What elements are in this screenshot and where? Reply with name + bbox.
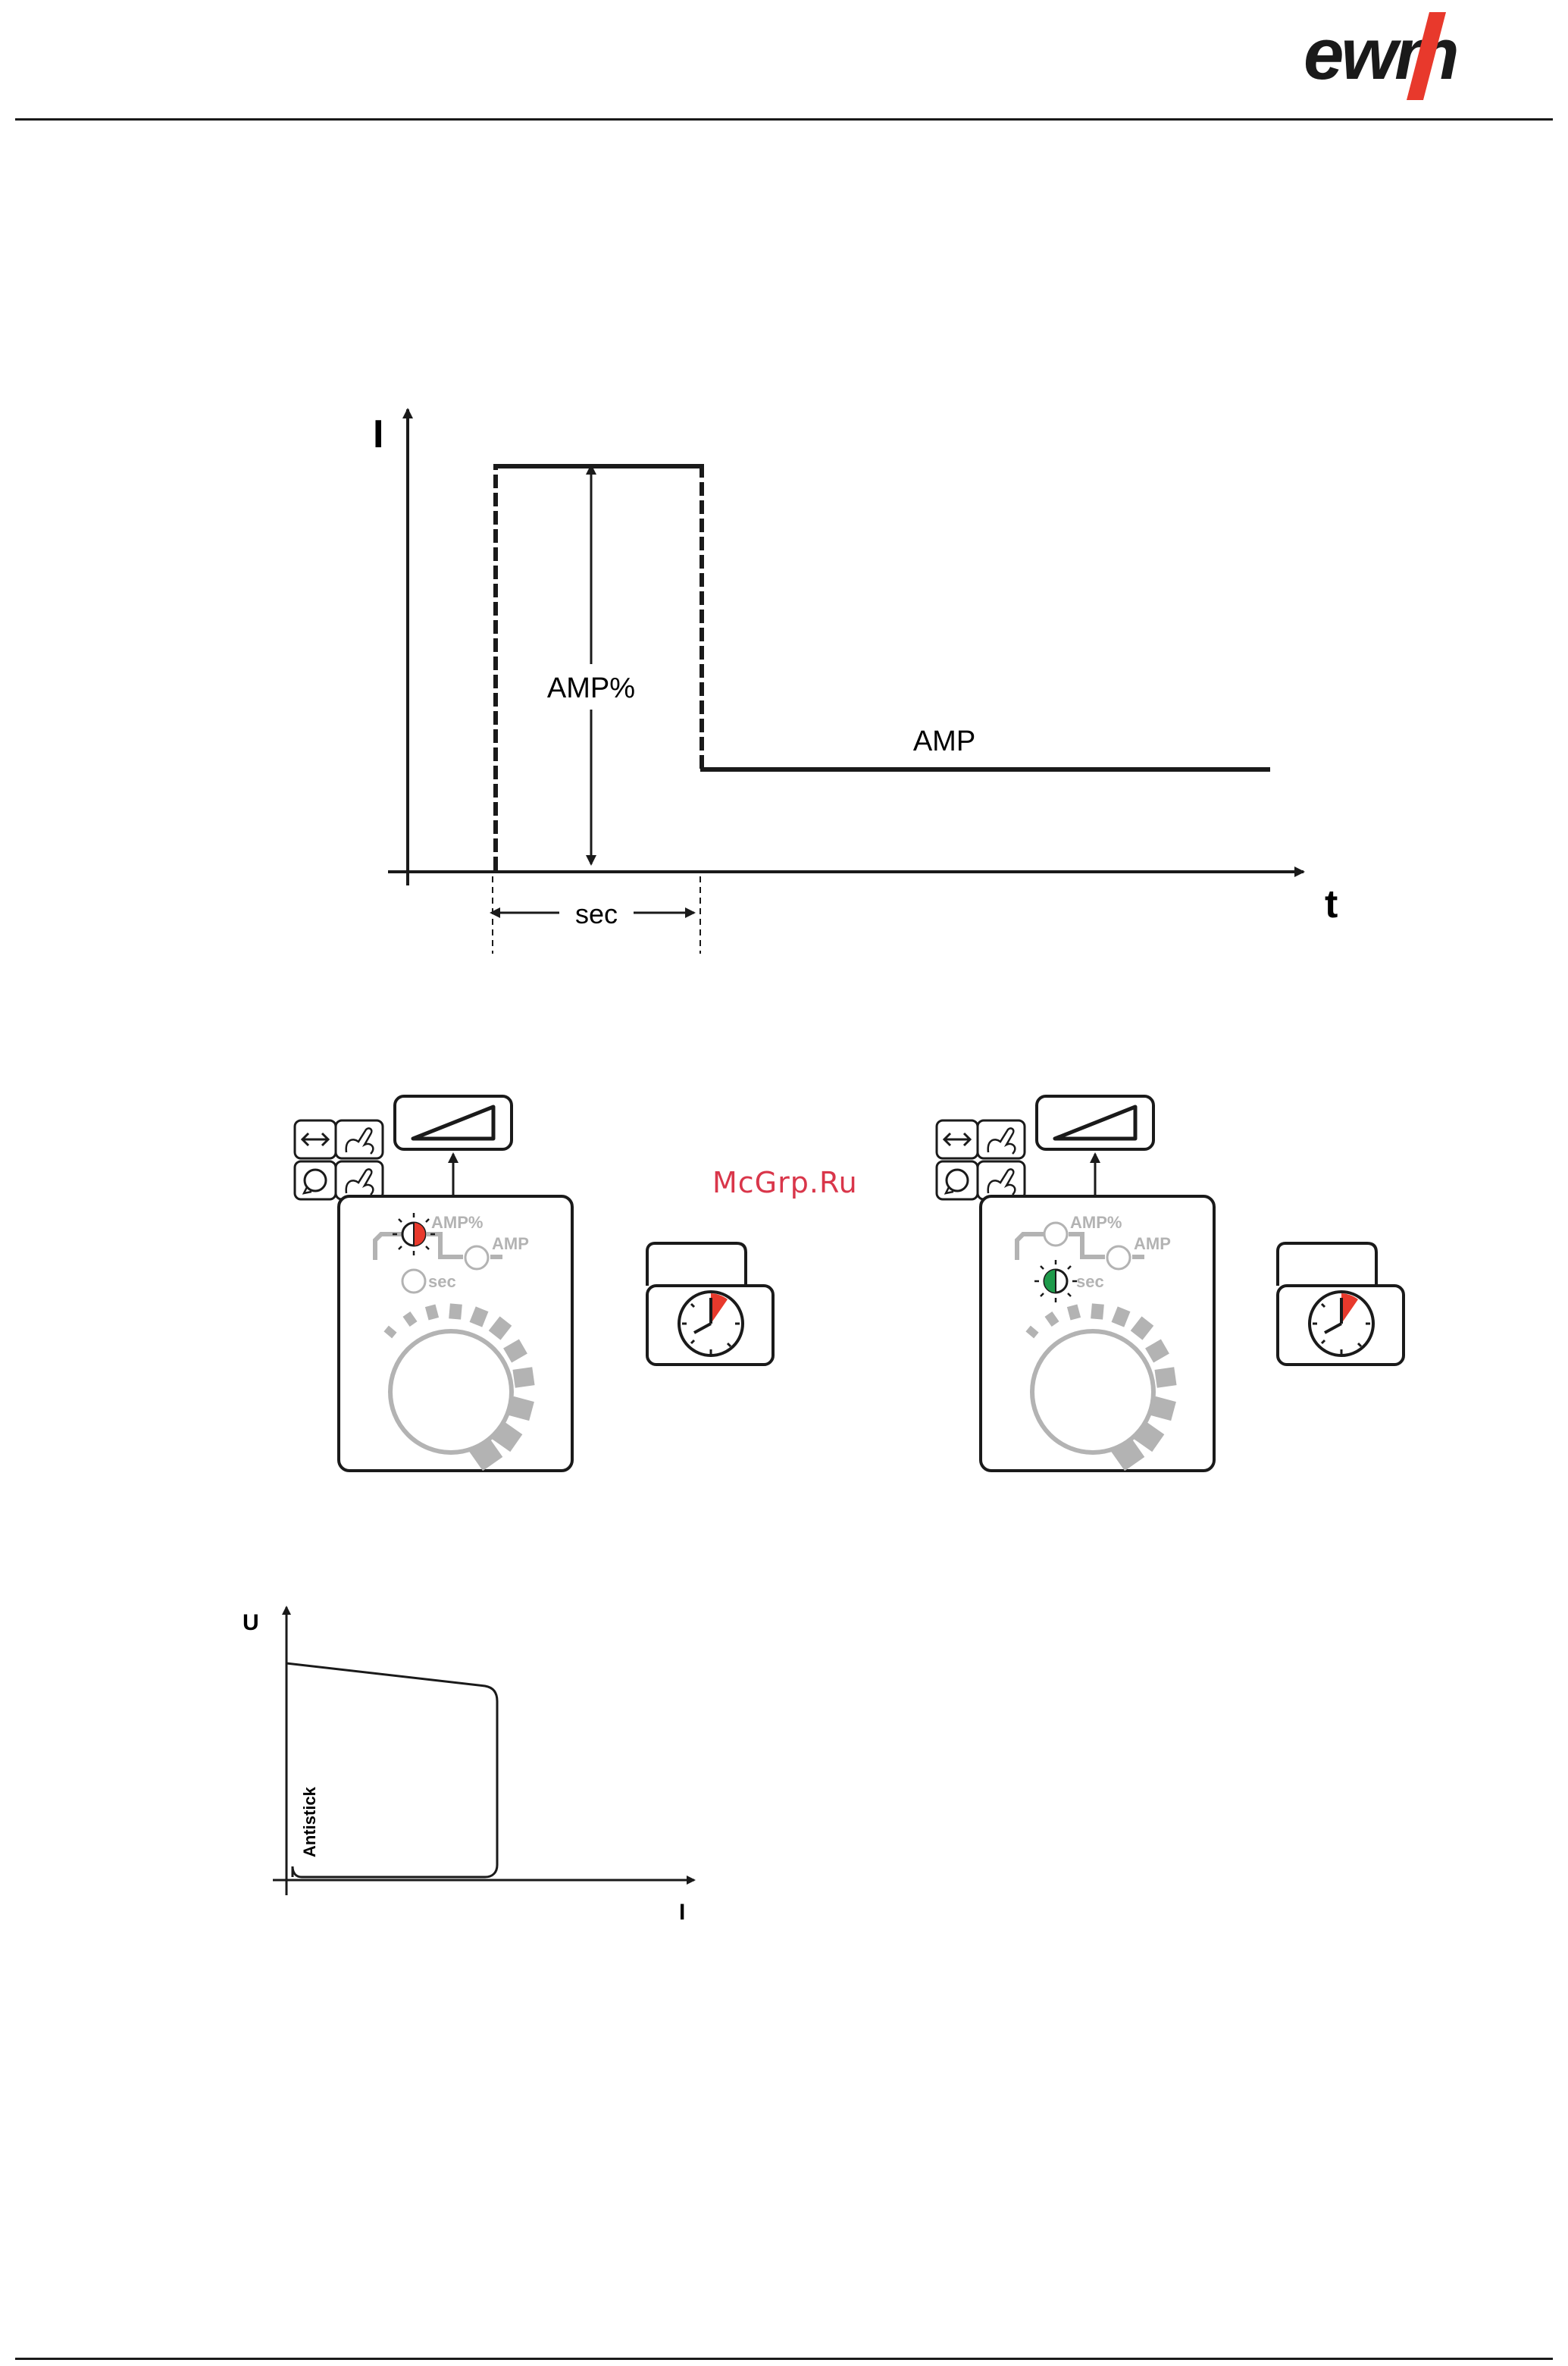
- stopwatch-icon: [1310, 1292, 1373, 1355]
- amp-led: [465, 1246, 488, 1269]
- voltage-current-diagram: U I Antistick: [227, 1600, 712, 1941]
- pulse-current-diagram: I t AMP% AMP sec: [364, 394, 1364, 970]
- ramp-display-icon: [395, 1096, 512, 1149]
- watermark: McGrp.Ru: [712, 1166, 858, 1199]
- amp-led: [1107, 1246, 1130, 1269]
- footer-rule: [15, 2358, 1553, 2360]
- pulse-label: AMP%: [547, 672, 635, 704]
- stopwatch-button-right: [1273, 1240, 1410, 1369]
- control-knob: [1032, 1331, 1153, 1453]
- sec-label: sec: [428, 1272, 456, 1291]
- x-axis-label: t: [1325, 882, 1338, 926]
- amp-label: AMP: [1134, 1234, 1171, 1253]
- antistick-label: Antistick: [300, 1786, 319, 1857]
- stopwatch-button-left: [643, 1240, 779, 1369]
- u-axis-label: U: [243, 1610, 259, 1635]
- level-label: AMP: [913, 725, 975, 757]
- press-hand-icon: [978, 1120, 1025, 1158]
- stopwatch-icon: [679, 1292, 743, 1355]
- amp-percent-label: AMP%: [1070, 1213, 1122, 1232]
- press-hand-icon: [336, 1120, 383, 1158]
- y-axis-label: I: [373, 412, 383, 456]
- control-knob: [390, 1331, 512, 1453]
- toggle-arrows-icon: [295, 1120, 336, 1158]
- duration-label: sec: [575, 898, 618, 929]
- turn-hand-icon: [978, 1161, 1025, 1199]
- sec-label: sec: [1076, 1272, 1104, 1291]
- toggle-arrows-icon: [937, 1120, 978, 1158]
- amp-percent-led: [1044, 1223, 1067, 1246]
- turn-hand-icon: [336, 1161, 383, 1199]
- rotate-knob-icon: [295, 1161, 336, 1199]
- amp-percent-label: AMP%: [431, 1213, 483, 1232]
- rotate-knob-icon: [937, 1161, 978, 1199]
- ewm-logo: ewm: [1296, 11, 1538, 102]
- sec-led: [402, 1270, 425, 1293]
- header-rule: [15, 118, 1553, 121]
- ramp-display-icon: [1037, 1096, 1153, 1149]
- i-axis-label: I: [679, 1900, 685, 1925]
- amp-label: AMP: [492, 1234, 529, 1253]
